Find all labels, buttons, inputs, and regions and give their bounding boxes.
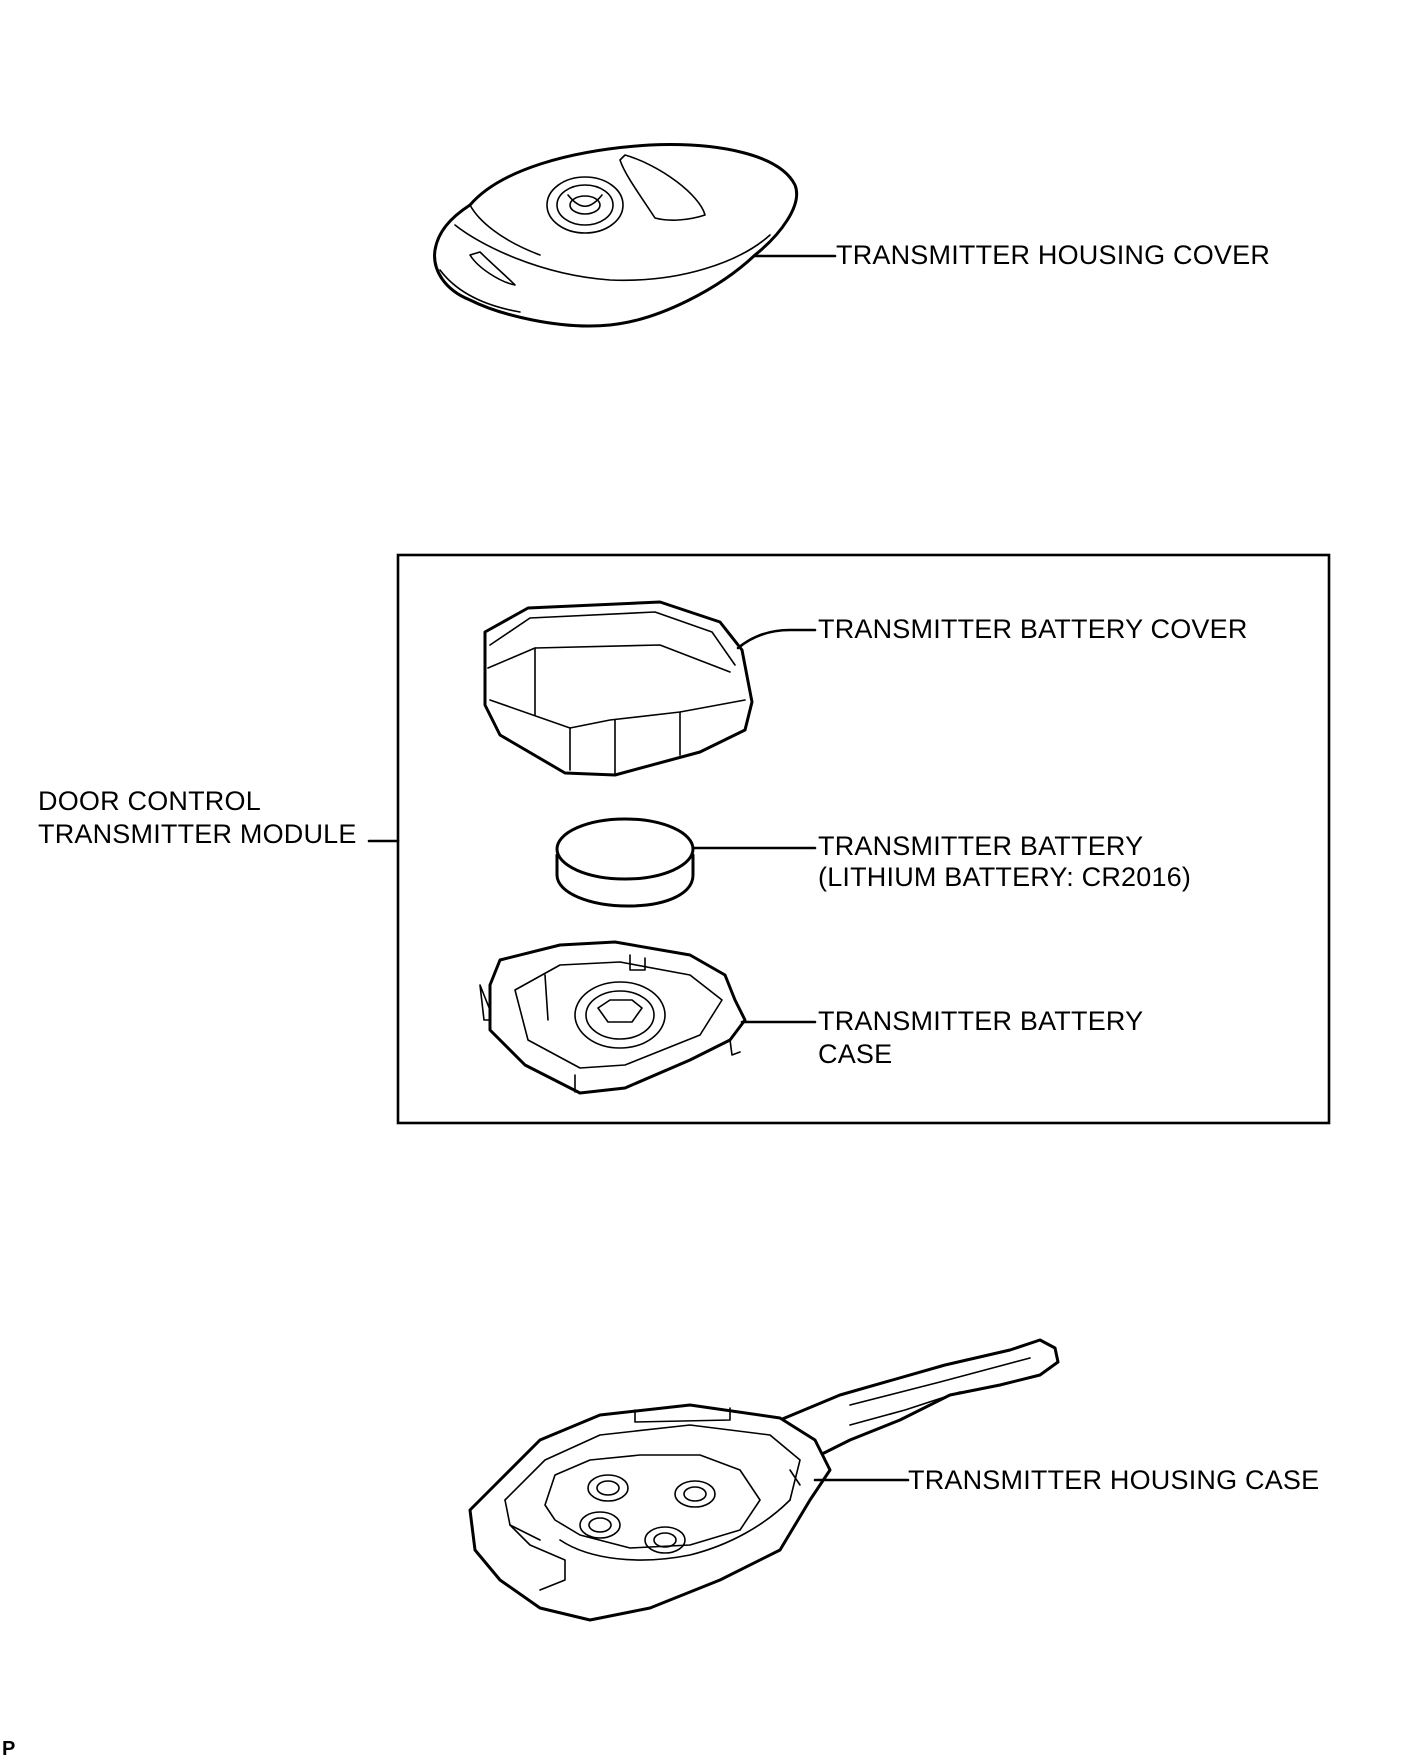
transmitter-battery-case-illustration xyxy=(479,940,747,1095)
module-box xyxy=(396,553,1331,1125)
label-transmitter-battery-line1: TRANSMITTER BATTERY xyxy=(818,831,1144,861)
label-transmitter-battery-case-line1: TRANSMITTER BATTERY xyxy=(818,1006,1144,1036)
label-door-control-line2: TRANSMITTER MODULE xyxy=(38,819,357,849)
battery-cover-leader-line xyxy=(736,628,817,650)
transmitter-housing-cover-illustration xyxy=(433,143,798,328)
transmitter-battery-cover-illustration xyxy=(483,600,754,777)
transmitter-battery-illustration xyxy=(555,817,695,908)
label-transmitter-battery-line2: (LITHIUM BATTERY: CR2016) xyxy=(818,862,1192,892)
label-transmitter-battery-case-line2: CASE xyxy=(818,1039,893,1069)
label-transmitter-housing-case: TRANSMITTER HOUSING CASE xyxy=(908,1465,1320,1495)
label-transmitter-housing-cover: TRANSMITTER HOUSING COVER xyxy=(836,240,1271,270)
corner-mark: P xyxy=(2,1738,16,1760)
label-door-control-line1: DOOR CONTROL xyxy=(38,786,261,816)
transmitter-housing-case-illustration xyxy=(468,1338,1060,1622)
label-transmitter-battery-cover: TRANSMITTER BATTERY COVER xyxy=(818,614,1248,644)
